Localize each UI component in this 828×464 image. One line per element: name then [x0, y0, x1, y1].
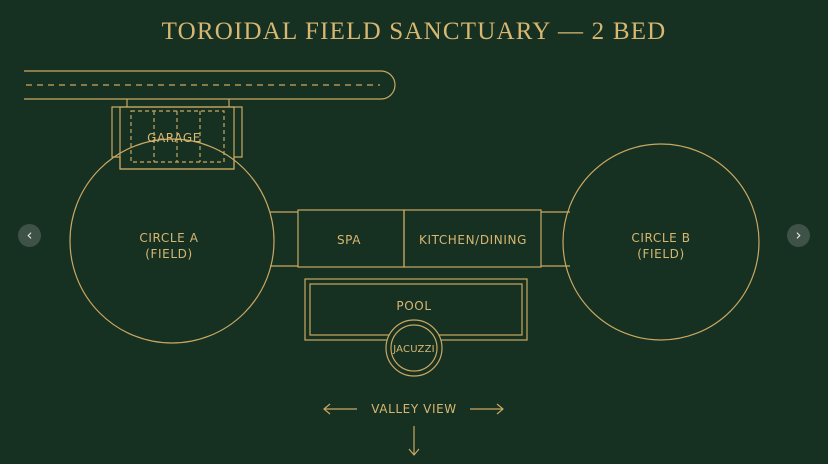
chevron-left-icon: ‹ [26, 226, 33, 244]
jacuzzi-inner [390, 324, 438, 372]
circle-a [69, 138, 275, 344]
circle-a-label: CIRCLE A [139, 231, 198, 245]
connector-b [541, 211, 570, 267]
garage-label: GARAGE [147, 131, 201, 145]
left-arrow-icon [323, 403, 357, 415]
prev-slide-button[interactable]: ‹ [18, 224, 41, 247]
chevron-right-icon: › [795, 226, 802, 244]
driveway [24, 70, 396, 100]
kitchen-label: KITCHEN/DINING [419, 233, 527, 247]
valley-view-label: VALLEY VIEW [371, 402, 457, 416]
garage-connector [126, 99, 230, 107]
next-slide-button[interactable]: › [787, 224, 810, 247]
pool-label: POOL [396, 299, 431, 313]
kitchen-room [403, 209, 542, 268]
circle-b-label: CIRCLE B [631, 231, 690, 245]
connector-a [270, 211, 298, 267]
jacuzzi-outer [385, 319, 443, 377]
circle-a-sublabel: (FIELD) [145, 247, 193, 261]
right-arrow-icon [470, 403, 504, 415]
page-title: TOROIDAL FIELD SANCTUARY — 2 BED [161, 18, 667, 45]
jacuzzi-label: JACUZZI [392, 344, 435, 355]
circle-b-sublabel: (FIELD) [637, 247, 685, 261]
down-arrow-icon [408, 426, 420, 456]
circle-b [562, 143, 760, 341]
spa-label: SPA [337, 233, 361, 247]
